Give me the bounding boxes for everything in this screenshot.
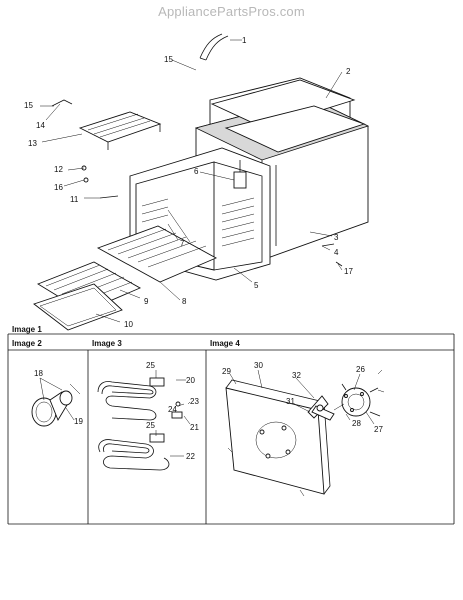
image1-leader-lines [40, 39, 343, 323]
section-label-image2: Image 2 [12, 339, 42, 348]
callout-5: 5 [254, 281, 259, 290]
bake-element [97, 377, 165, 421]
callout-3: 3 [334, 233, 339, 242]
callout-17: 17 [344, 267, 353, 276]
oven-light-assembly [31, 377, 81, 427]
callout-23: 23 [190, 397, 199, 406]
callout-4: 4 [334, 248, 339, 257]
callout-10: 10 [124, 320, 133, 329]
callout-28: 28 [352, 419, 361, 428]
vent-tube [199, 33, 229, 61]
callout-12: 12 [54, 165, 63, 174]
section-frames [7, 333, 455, 525]
callout-11: 11 [70, 195, 79, 204]
callout-32: 32 [292, 371, 301, 380]
oven-rack [96, 225, 218, 283]
callout-25-a: 25 [146, 361, 155, 370]
callout-20: 20 [186, 376, 195, 385]
callout-24: 24 [168, 405, 177, 414]
callout-22: 22 [186, 452, 195, 461]
broil-rack [78, 111, 162, 150]
callout-18: 18 [34, 369, 43, 378]
callout-2: 2 [346, 67, 351, 76]
fan-blade [307, 395, 335, 421]
callout-13: 13 [28, 139, 37, 148]
callout-21: 21 [190, 423, 199, 432]
callout-31: 31 [286, 397, 295, 406]
callout-25-b: 25 [146, 421, 155, 430]
section-label-image1: Image 1 [12, 325, 42, 334]
callout-8: 8 [182, 297, 187, 306]
broil-element [98, 433, 170, 471]
callout-29: 29 [222, 367, 231, 376]
callout-15-a: 15 [24, 101, 33, 110]
broiler-pan [33, 283, 123, 331]
callout-30: 30 [254, 361, 263, 370]
element-hardware [155, 370, 191, 457]
fan-motor [333, 369, 385, 417]
callout-7: 7 [180, 239, 185, 248]
callout-6: 6 [194, 167, 199, 176]
callout-1: 1 [242, 36, 247, 45]
callout-19: 19 [74, 417, 83, 426]
callout-27: 27 [374, 425, 383, 434]
fan-cover-panel [225, 379, 331, 497]
watermark: AppliancePartsPros.com [158, 4, 305, 19]
section-label-image3: Image 3 [92, 339, 122, 348]
oven-top-panel [210, 79, 366, 153]
callout-9: 9 [144, 297, 149, 306]
callout-26: 26 [356, 365, 365, 374]
callout-14: 14 [36, 121, 45, 130]
callout-15-b: 15 [164, 55, 173, 64]
section-label-image4: Image 4 [210, 339, 240, 348]
image4-leader-lines [229, 369, 375, 425]
callout-16: 16 [54, 183, 63, 192]
